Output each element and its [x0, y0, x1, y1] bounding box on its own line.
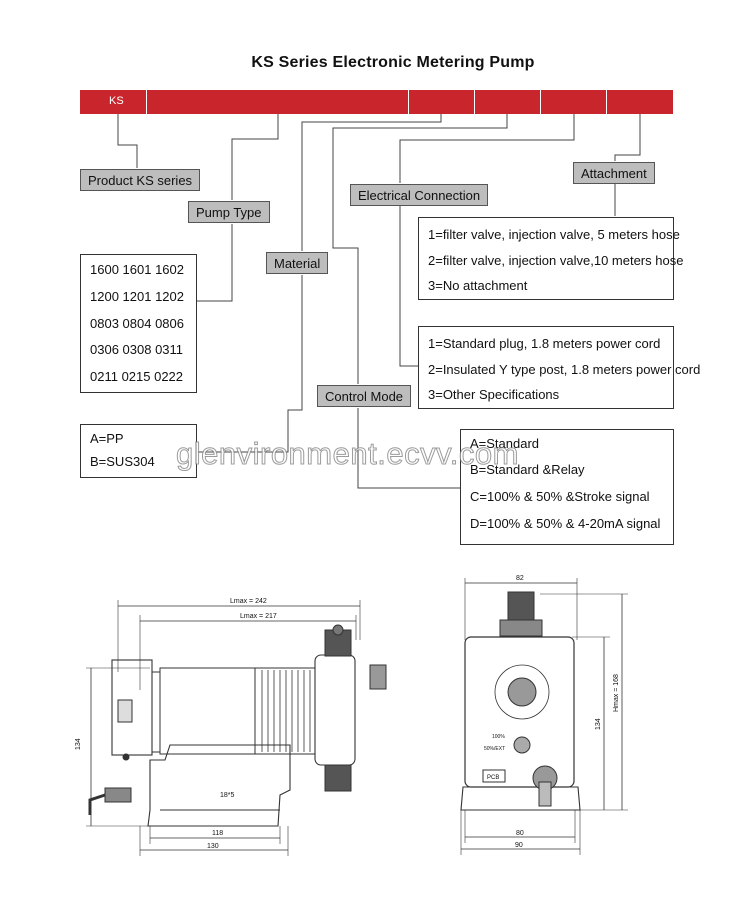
side-dim-lmax-217: Lmax = 217: [240, 613, 277, 620]
attachment-option: 3=No attachment: [428, 278, 528, 293]
code-bar-segment-attachment: [607, 90, 673, 114]
page-title: KS Series Electronic Metering Pump: [251, 54, 535, 71]
front-dim-hmax-168: Hmax = 168: [613, 674, 620, 712]
connector-attachment: [614, 114, 641, 161]
electrical-option: 1=Standard plug, 1.8 meters power cord: [428, 336, 661, 351]
pump-type-option: 1600 1601 1602: [90, 262, 184, 277]
material-option: B=SUS304: [90, 454, 155, 469]
connector-material: [301, 114, 442, 251]
electrical-options-box: 1=Standard plug, 1.8 meters power cord 2…: [418, 326, 700, 409]
pump-type-option: 1200 1201 1202: [90, 289, 184, 304]
connector-pump-type: [231, 114, 279, 200]
tag-pump-type: Pump Type: [188, 201, 270, 223]
attachment-option: 1=filter valve, injection valve, 5 meter…: [428, 227, 680, 242]
front-view-drawing: [460, 578, 628, 855]
side-dim-118: 118: [212, 830, 223, 837]
side-dim-lmax-242: Lmax = 242: [230, 598, 267, 605]
tag-electrical-connection: Electrical Connection: [350, 184, 489, 206]
material-option: A=PP: [90, 431, 124, 446]
code-bar-segment-control-mode: [475, 90, 540, 114]
tag-material: Material: [266, 252, 329, 274]
side-dim-134: 134: [75, 738, 82, 750]
side-dim-130: 130: [207, 843, 219, 850]
connector-electrical-box: [399, 205, 418, 367]
attachment-option: 2=filter valve, injection valve,10 meter…: [428, 253, 684, 268]
connector-material-box: [197, 275, 303, 453]
electrical-option: 2=Insulated Y type post, 1.8 meters powe…: [428, 362, 701, 377]
pump-type-option: 0306 0308 0311: [90, 342, 184, 357]
tag-product: Product KS series: [80, 169, 201, 191]
attachment-options-box: 1=filter valve, injection valve, 5 meter…: [418, 217, 683, 300]
pump-type-option: 0803 0804 0806: [90, 316, 184, 331]
side-dim-18x5: 18*5: [220, 792, 235, 799]
code-bar-segment-pump-type: [147, 90, 408, 114]
pump-type-option: 0211 0215 0222: [90, 369, 184, 384]
code-bar-segment-material: [409, 90, 474, 114]
front-dial-label-100: 100%: [492, 734, 505, 740]
material-options-box: A=PP B=SUS304: [80, 424, 197, 478]
front-dim-80: 80: [516, 830, 524, 837]
side-view-drawing: [86, 600, 387, 856]
control-mode-option: C=100% & 50% &Stroke signal: [470, 489, 650, 504]
code-bar-ks-label: KS: [109, 95, 124, 107]
control-mode-option: B=Standard &Relay: [470, 462, 585, 477]
front-pcb-label: PCB: [487, 775, 499, 781]
tag-attachment: Attachment: [573, 162, 655, 184]
front-dim-134: 134: [595, 718, 602, 730]
code-bar-segment-ks: [80, 90, 146, 114]
connector-control-mode-box: [357, 408, 460, 489]
connector-control-mode: [332, 114, 508, 384]
connector-electrical: [399, 114, 575, 183]
connector-pump-type-box: [197, 224, 233, 302]
connector-product: [117, 114, 138, 168]
electrical-option: 3=Other Specifications: [428, 387, 560, 402]
front-dim-90: 90: [515, 842, 523, 849]
front-dim-82: 82: [516, 575, 524, 582]
control-mode-options-box: A=Standard B=Standard &Relay C=100% & 50…: [460, 429, 674, 545]
tag-control-mode: Control Mode: [317, 385, 412, 407]
pump-type-options-box: 1600 1601 1602 1200 1201 1202 0803 0804 …: [80, 254, 197, 393]
watermark: glenvironment.ecvv.com: [176, 436, 519, 472]
code-bar-segment-electrical: [541, 90, 606, 114]
front-dial-label-50: 50%/EXT: [484, 746, 505, 752]
control-mode-option: D=100% & 50% & 4-20mA signal: [470, 516, 661, 531]
control-mode-option: A=Standard: [470, 436, 540, 451]
